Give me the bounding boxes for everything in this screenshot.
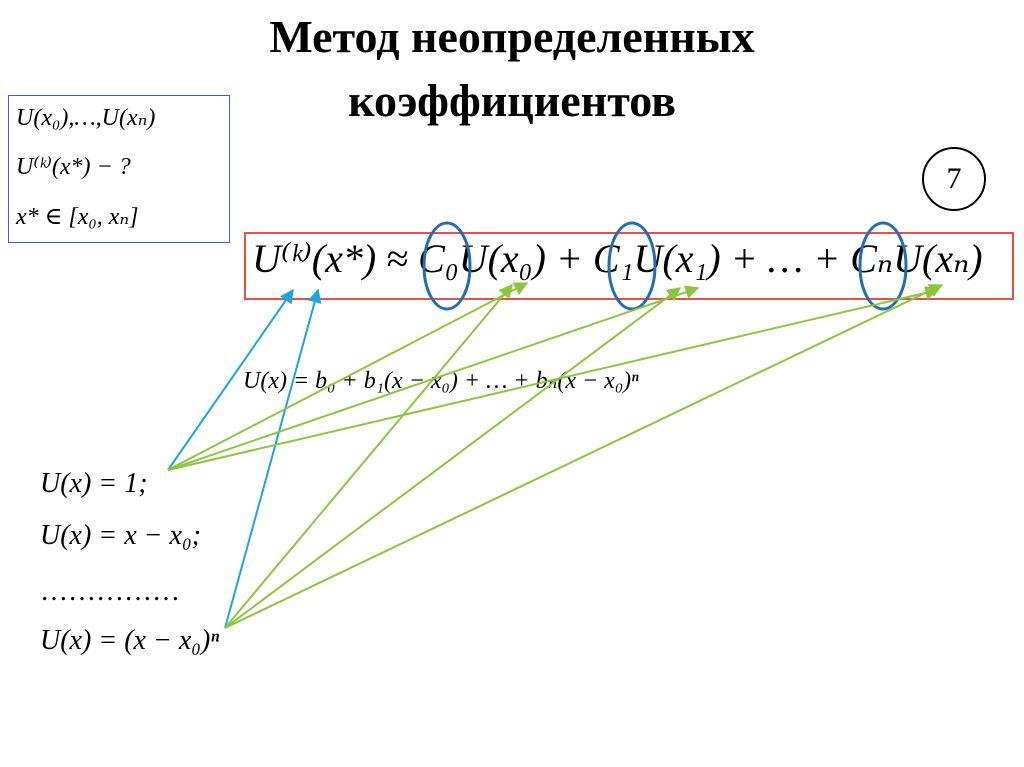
- page-title-line-1: Метод неопределенных: [269, 11, 755, 62]
- given-interval: x* ∈ [x₀, xₙ]: [16, 204, 139, 230]
- coefficient-circle-c0: [422, 221, 472, 311]
- page-title-line-2: коэффициентов: [348, 75, 676, 126]
- basis-function-0: U(x) = 1;: [40, 468, 148, 499]
- blue-arrow-1: [167, 288, 294, 471]
- slide-number-circle: [922, 147, 986, 211]
- coefficient-circle-c1: [607, 221, 657, 311]
- basis-function-1: U(x) = x − x₀;: [40, 520, 201, 551]
- main-formula-box: [244, 232, 1014, 300]
- green-arrow-nb: [224, 287, 682, 629]
- basis-ellipsis: ……………: [40, 576, 180, 607]
- slide-number: 7: [946, 162, 962, 195]
- polynomial-formula: U(x) = b₀ + b₁(x − x₀) + … + bₙ(x − x₀)ⁿ: [243, 368, 639, 394]
- basis-function-n: U(x) = (x − x₀)ⁿ: [40, 625, 220, 656]
- green-arrow-na: [224, 283, 513, 629]
- given-target: U⁽ᵏ⁾(x*) − ?: [16, 154, 131, 180]
- green-arrow-nc: [224, 284, 944, 629]
- green-arrow-1c: [167, 286, 940, 471]
- coefficient-circle-cn: [858, 221, 908, 311]
- blue-arrow-2: [224, 288, 322, 629]
- given-values: U(x₀),…,U(xₙ): [16, 105, 156, 131]
- givens-box: [8, 95, 230, 243]
- green-arrow-1a: [167, 282, 529, 471]
